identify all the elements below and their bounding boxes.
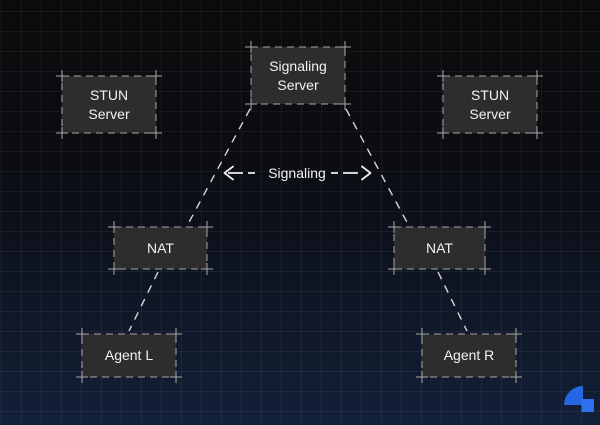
- arrowhead-left-icon: [223, 165, 234, 181]
- corner-cross-marks: [76, 328, 182, 383]
- node-nat-right: NAT: [388, 221, 491, 275]
- agent-left-label: Agent L: [105, 347, 153, 363]
- nat-right-box: [393, 226, 486, 270]
- stun-server-left-box: [61, 75, 157, 134]
- corner-cross-marks: [416, 328, 522, 383]
- edge-nat-left-to-agent-left: [128, 271, 159, 332]
- node-nat-left: NAT: [108, 221, 213, 275]
- stun-server-left-label-line2: Server: [88, 106, 130, 122]
- signaling-server-label-line2: Server: [277, 77, 319, 93]
- node-stun-server-right: STUN Server: [437, 70, 543, 139]
- signaling-server-label-line1: Signaling: [269, 58, 327, 74]
- edge-nat-right-to-agent-right: [437, 271, 468, 332]
- stun-server-right-box: [442, 75, 538, 134]
- signaling-arrow-label: Signaling: [268, 165, 326, 181]
- agent-right-label: Agent R: [444, 347, 495, 363]
- agent-left-box: [81, 333, 177, 378]
- nat-left-label: NAT: [147, 240, 174, 256]
- edge-signaling-server-to-nat-right: [345, 108, 410, 227]
- logo-quarter-shape: [564, 386, 583, 405]
- stun-server-left-label-line1: STUN: [90, 87, 128, 103]
- node-agent-left: Agent L: [76, 328, 182, 383]
- signaling-arrow: Signaling: [223, 165, 372, 181]
- node-agent-right: Agent R: [416, 328, 522, 383]
- nat-left-box: [113, 226, 208, 270]
- edge-signaling-server-to-nat-left: [186, 108, 251, 227]
- corner-cross-marks: [56, 70, 162, 139]
- agent-right-box: [421, 333, 517, 378]
- corner-cross-marks: [245, 41, 351, 110]
- arrowhead-right-icon: [361, 165, 372, 181]
- quarter-circle-logo-icon: [564, 386, 594, 412]
- node-stun-server-left: STUN Server: [56, 70, 162, 139]
- corner-cross-marks: [437, 70, 543, 139]
- node-signaling-server: Signaling Server: [245, 41, 351, 110]
- logo-square-shape: [581, 399, 594, 412]
- nat-right-label: NAT: [426, 240, 453, 256]
- stun-server-right-label-line1: STUN: [471, 87, 509, 103]
- corner-cross-marks: [108, 221, 213, 275]
- corner-cross-marks: [388, 221, 491, 275]
- signaling-server-box: [250, 46, 346, 105]
- stun-server-right-label-line2: Server: [469, 106, 511, 122]
